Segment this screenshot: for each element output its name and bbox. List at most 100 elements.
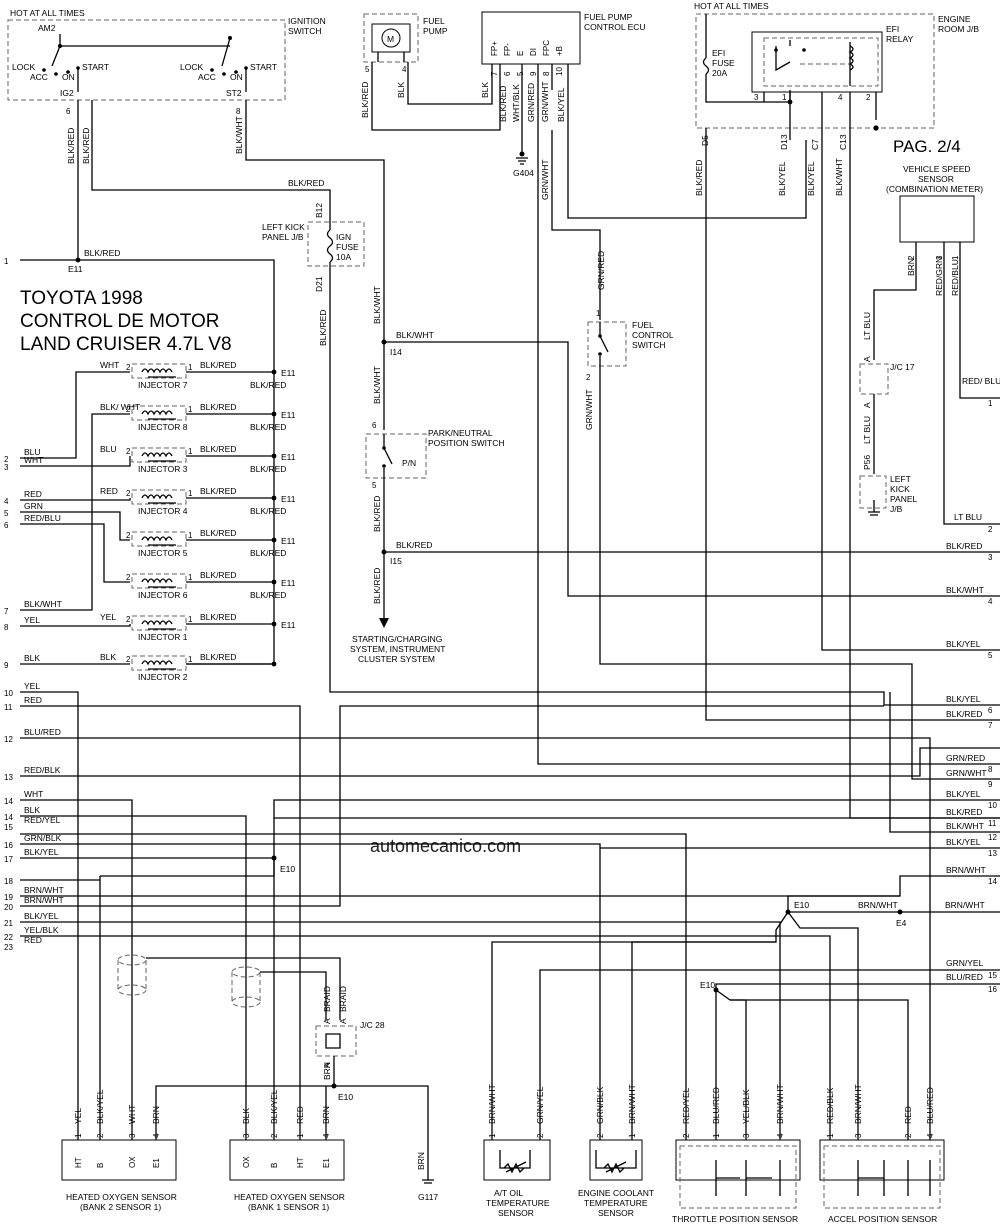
svg-text:7: 7	[490, 71, 499, 76]
svg-text:E10: E10	[794, 900, 809, 910]
svg-text:2: 2	[96, 1133, 105, 1138]
svg-text:RED: RED	[24, 489, 42, 499]
svg-text:SENSOR: SENSOR	[498, 1208, 534, 1218]
svg-text:GRN: GRN	[24, 501, 43, 511]
svg-text:GRN/BLK: GRN/BLK	[595, 1086, 605, 1124]
svg-text:RED: RED	[24, 695, 42, 705]
svg-text:BLK/RED: BLK/RED	[946, 807, 982, 817]
svg-text:WHT/BLK: WHT/BLK	[511, 84, 521, 122]
right-terminal: 1	[988, 399, 993, 408]
svg-text:D5: D5	[700, 135, 710, 146]
svg-text:LT BLU: LT BLU	[862, 416, 872, 444]
svg-text:EFI: EFI	[886, 24, 899, 34]
svg-text:LOCK: LOCK	[12, 62, 35, 72]
left-terminal: 18	[4, 877, 13, 886]
svg-text:6: 6	[988, 706, 993, 715]
svg-text:SWITCH: SWITCH	[632, 340, 666, 350]
svg-text:A: A	[862, 402, 872, 408]
svg-text:22: 22	[4, 933, 13, 942]
svg-text:B12: B12	[314, 203, 324, 218]
svg-text:RED: RED	[100, 486, 118, 496]
svg-text:1: 1	[188, 615, 193, 624]
svg-text:RED/YEL: RED/YEL	[681, 1087, 691, 1124]
svg-text:13: 13	[4, 773, 13, 782]
svg-text:FPC: FPC	[542, 40, 551, 56]
svg-text:1: 1	[988, 399, 993, 408]
svg-text:BLK/RED: BLK/RED	[200, 444, 236, 454]
svg-text:A: A	[322, 1062, 332, 1068]
vehicle-speed-sensor: VEHICLE SPEED SENSOR (COMBINATION METER)…	[886, 164, 983, 296]
svg-text:12: 12	[4, 735, 13, 744]
svg-text:CLUSTER SYSTEM: CLUSTER SYSTEM	[358, 654, 435, 664]
svg-text:E1: E1	[152, 1158, 161, 1168]
svg-text:10: 10	[4, 689, 13, 698]
svg-text:DI: DI	[529, 48, 538, 56]
svg-text:2: 2	[126, 489, 131, 498]
svg-text:BLK/RED: BLK/RED	[360, 82, 370, 118]
svg-text:G117: G117	[418, 1192, 438, 1202]
right-terminal: 15	[988, 971, 997, 980]
svg-text:D21: D21	[314, 276, 324, 292]
svg-text:1: 1	[951, 255, 960, 260]
svg-text:BLK/YEL: BLK/YEL	[946, 789, 981, 799]
svg-text:3: 3	[988, 553, 993, 562]
svg-text:9: 9	[988, 780, 993, 789]
svg-text:2: 2	[126, 405, 131, 414]
svg-text:A: A	[862, 356, 872, 362]
svg-text:A: A	[338, 1018, 348, 1024]
svg-text:BLK/RED: BLK/RED	[694, 160, 704, 196]
svg-text:P56: P56	[862, 455, 872, 470]
svg-text:RED: RED	[903, 1106, 913, 1124]
svg-text:BLK/ WHT: BLK/ WHT	[100, 402, 140, 412]
svg-text:PUMP: PUMP	[423, 26, 448, 36]
svg-text:E11: E11	[281, 536, 296, 546]
injector-label: INJECTOR 6	[138, 590, 188, 600]
svg-text:ENGINE: ENGINE	[938, 14, 971, 24]
svg-text:BLK/WHT: BLK/WHT	[24, 599, 62, 609]
svg-text:ST2: ST2	[226, 88, 242, 98]
svg-text:8: 8	[542, 71, 551, 76]
svg-text:FUEL: FUEL	[632, 320, 654, 330]
svg-text:SENSOR: SENSOR	[598, 1208, 634, 1218]
svg-text:BLK/WHT: BLK/WHT	[372, 366, 382, 404]
sensor-name: ENGINE COOLANT	[578, 1188, 654, 1198]
svg-text:RED/BLK: RED/BLK	[24, 765, 61, 775]
svg-text:BRN/WHT: BRN/WHT	[858, 900, 898, 910]
svg-text:WHT: WHT	[24, 455, 43, 465]
svg-text:SENSOR: SENSOR	[918, 174, 954, 184]
svg-text:3: 3	[242, 1133, 251, 1138]
svg-text:2: 2	[907, 255, 916, 260]
svg-text:BLK/YEL: BLK/YEL	[269, 1089, 279, 1124]
svg-text:1: 1	[188, 363, 193, 372]
svg-text:23: 23	[4, 943, 13, 952]
svg-text:FP-: FP-	[503, 43, 512, 56]
svg-text:11: 11	[988, 819, 997, 828]
svg-text:I14: I14	[390, 347, 402, 357]
svg-text:1: 1	[188, 489, 193, 498]
right-terminal: 16	[988, 985, 997, 994]
svg-text:BLK/RED: BLK/RED	[498, 86, 508, 122]
svg-text:BRN/WHT: BRN/WHT	[24, 885, 64, 895]
svg-text:LOCK: LOCK	[180, 62, 203, 72]
svg-text:BLK/RED: BLK/RED	[200, 486, 236, 496]
svg-text:LT BLU: LT BLU	[862, 312, 872, 340]
svg-text:PARK/NEUTRAL: PARK/NEUTRAL	[428, 428, 493, 438]
svg-text:6: 6	[66, 107, 71, 116]
svg-text:GRN/BLK: GRN/BLK	[24, 833, 62, 843]
svg-text:BLK/RED: BLK/RED	[200, 528, 236, 538]
svg-text:2: 2	[126, 363, 131, 372]
svg-text:BLK/WHT: BLK/WHT	[946, 821, 984, 831]
svg-text:LT BLU: LT BLU	[954, 512, 982, 522]
svg-text:1: 1	[4, 257, 9, 266]
svg-text:BLK/RED: BLK/RED	[200, 570, 236, 580]
svg-text:TEMPERATURE: TEMPERATURE	[486, 1198, 550, 1208]
